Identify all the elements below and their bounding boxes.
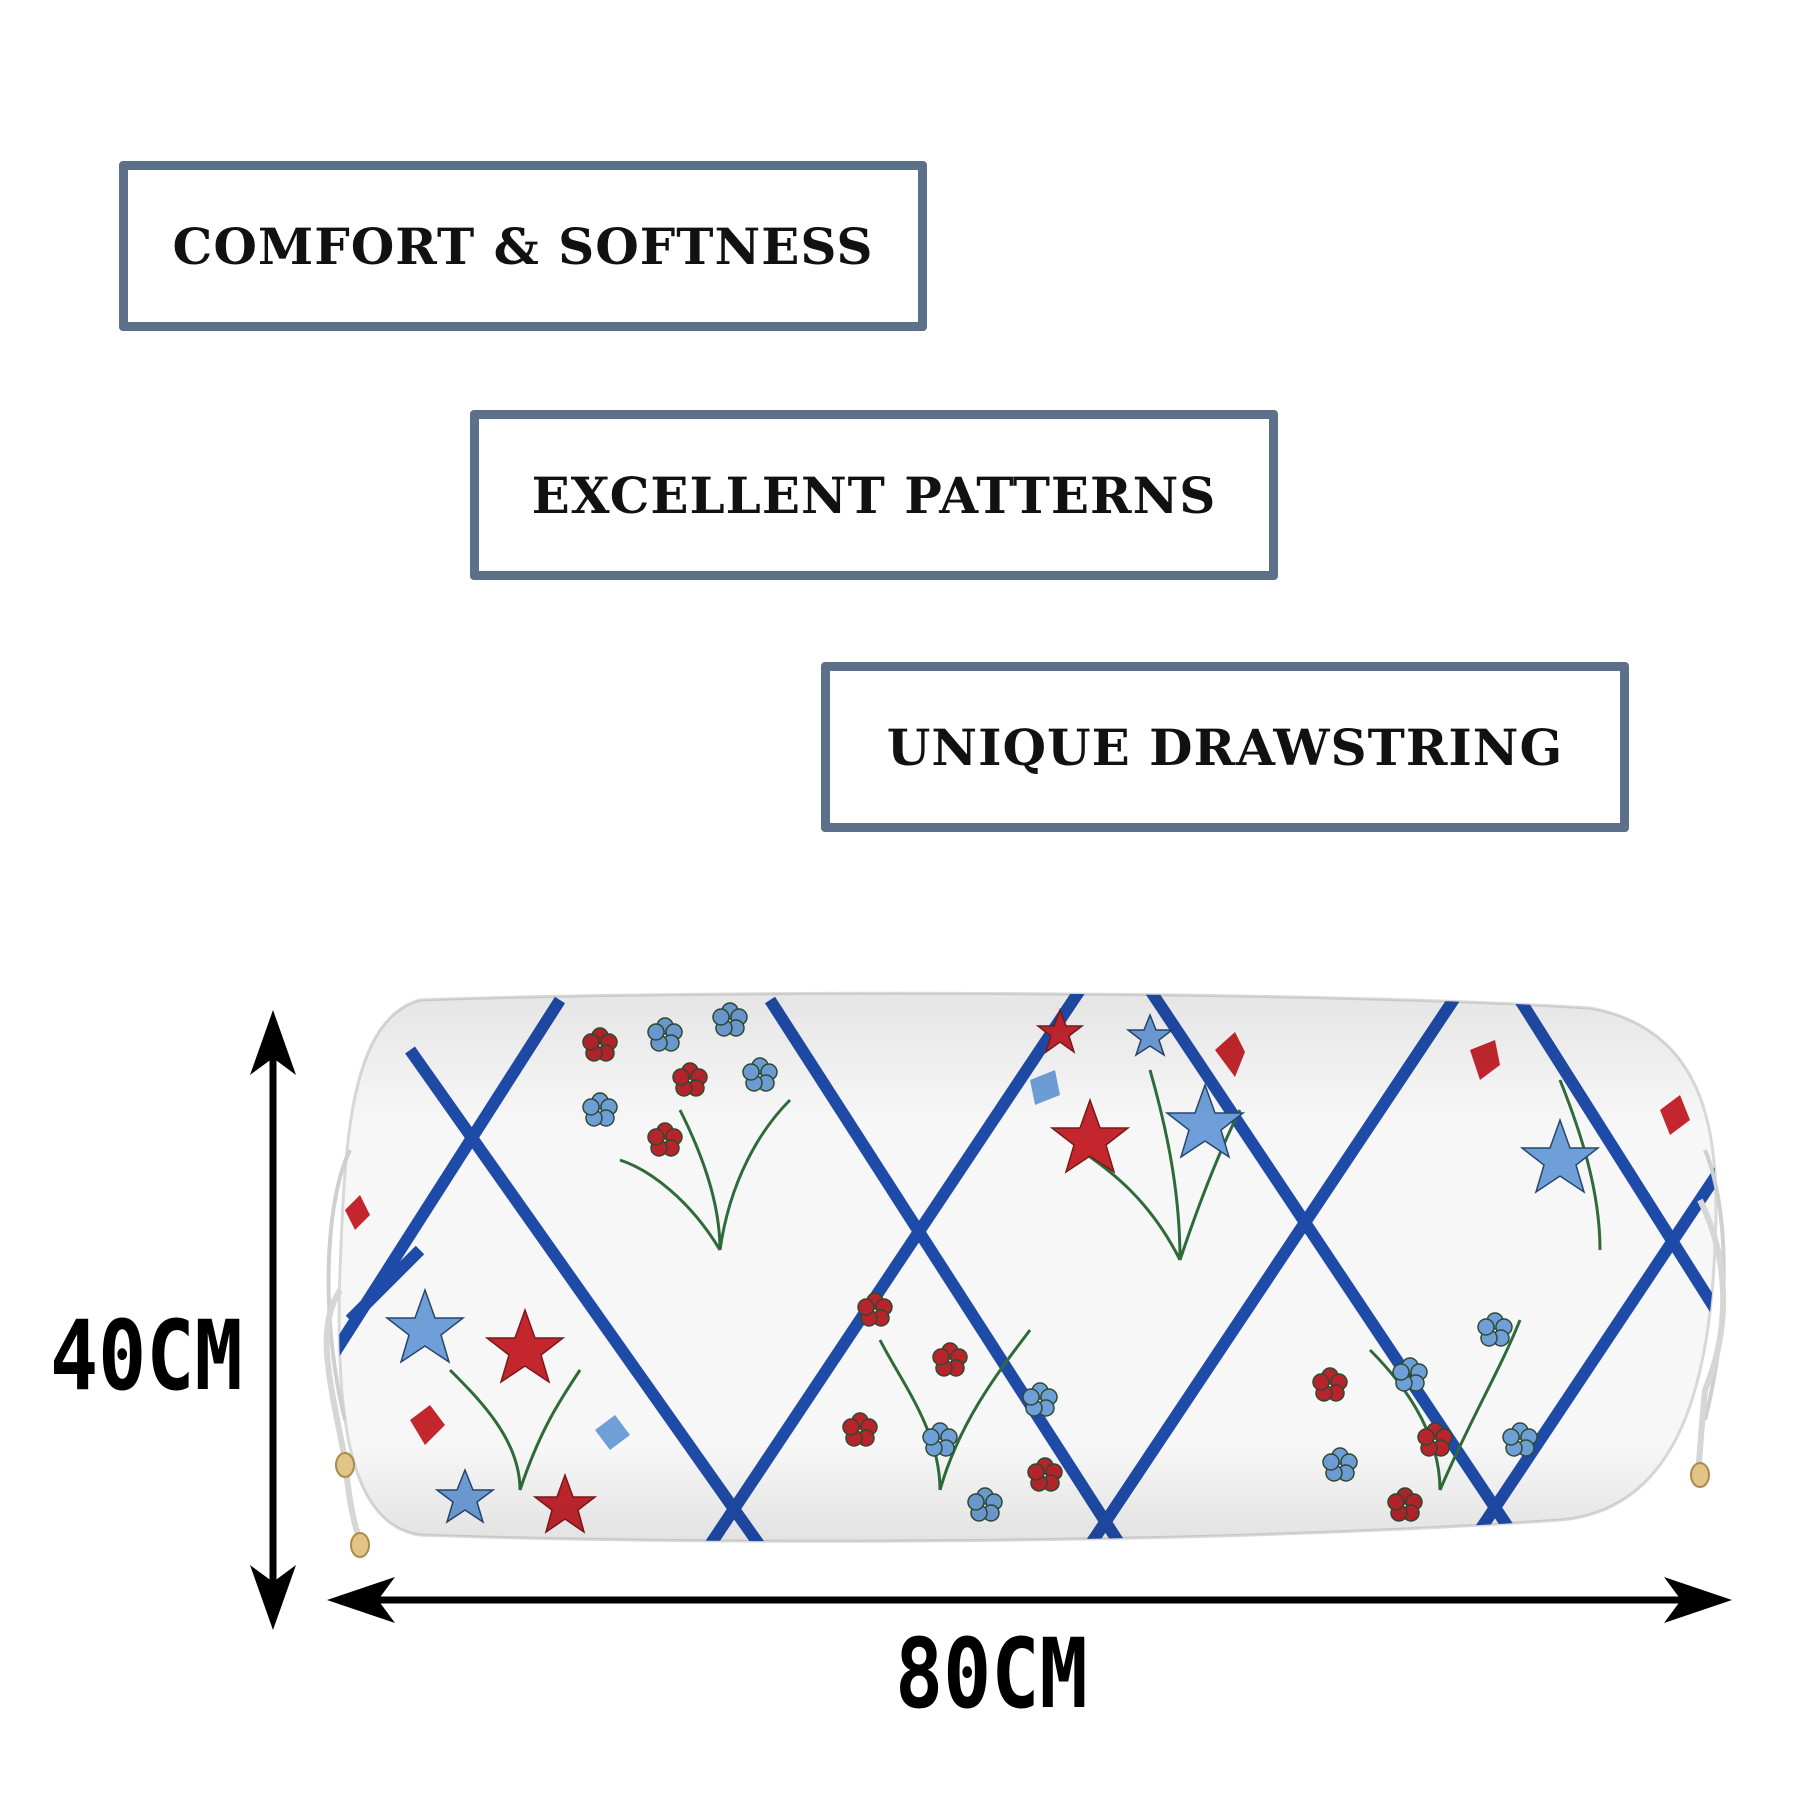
bolster-pillow-image (326, 991, 1726, 1543)
feature-label-patterns: EXCELLENT PATTERNS (531, 465, 1217, 525)
feature-label-comfort: COMFORT & SOFTNESS (172, 216, 874, 276)
feature-label-drawstring: UNIQUE DRAWSTRING (886, 717, 1564, 777)
height-dimension-label: 40CM (50, 1300, 243, 1412)
height-arrow (250, 1010, 296, 1630)
width-dimension-label: 80CM (895, 1618, 1088, 1730)
wooden-bead-icon (335, 1452, 1710, 1558)
feature-box-comfort: COMFORT & SOFTNESS (119, 161, 927, 331)
feature-box-drawstring: UNIQUE DRAWSTRING (821, 662, 1629, 832)
width-arrow (327, 1577, 1732, 1623)
feature-box-patterns: EXCELLENT PATTERNS (470, 410, 1278, 580)
drawstring-cord (323, 1198, 1727, 1542)
